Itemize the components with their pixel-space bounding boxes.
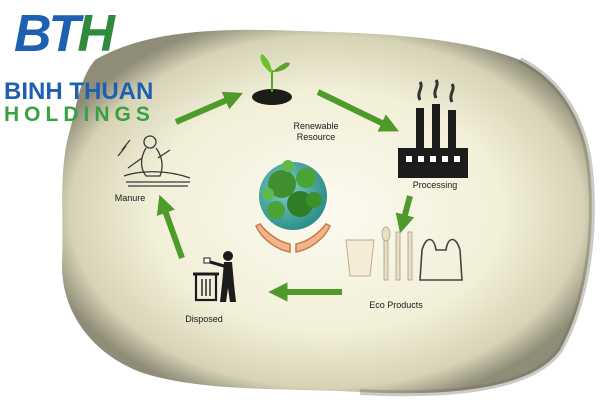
label-manure-line1: Manure	[114, 193, 146, 203]
trash-bin-person-icon	[193, 251, 236, 302]
cup-cutlery-bag-icon	[345, 226, 463, 281]
brand-name-line2: HOLDINGS	[4, 103, 155, 126]
label-processing-line1: Processing	[412, 180, 458, 190]
seedling-soil-icon	[252, 54, 292, 105]
label-renewable-line1: Renewable	[293, 121, 339, 131]
label-renewable-resource: Renewable Resource	[276, 121, 356, 143]
factory-icon	[398, 79, 468, 178]
paper-shadow-edge	[359, 57, 595, 397]
label-processing: Processing	[400, 180, 470, 191]
brand-logo-letters: BTH	[14, 5, 115, 63]
arrow-manure-to-renewable	[174, 91, 244, 125]
paper-background	[61, 29, 592, 394]
brand-name-line1: BINH THUAN	[4, 78, 154, 105]
label-eco-products: Eco Products	[356, 300, 436, 311]
label-disposed-line1: Disposed	[185, 314, 223, 324]
label-manure: Manure	[100, 193, 160, 204]
label-eco-products-line1: Eco Products	[369, 300, 423, 310]
label-renewable-line2: Resource	[296, 132, 336, 142]
earth-in-hands-icon	[255, 160, 331, 253]
arrow-renewable-to-processing	[316, 89, 399, 132]
arrow-processing-to-eco	[395, 195, 415, 234]
label-disposed: Disposed	[174, 314, 234, 325]
cycle-arrows	[156, 89, 415, 302]
arrow-disposed-to-manure	[156, 194, 185, 260]
farmer-compost-icon	[117, 135, 191, 187]
